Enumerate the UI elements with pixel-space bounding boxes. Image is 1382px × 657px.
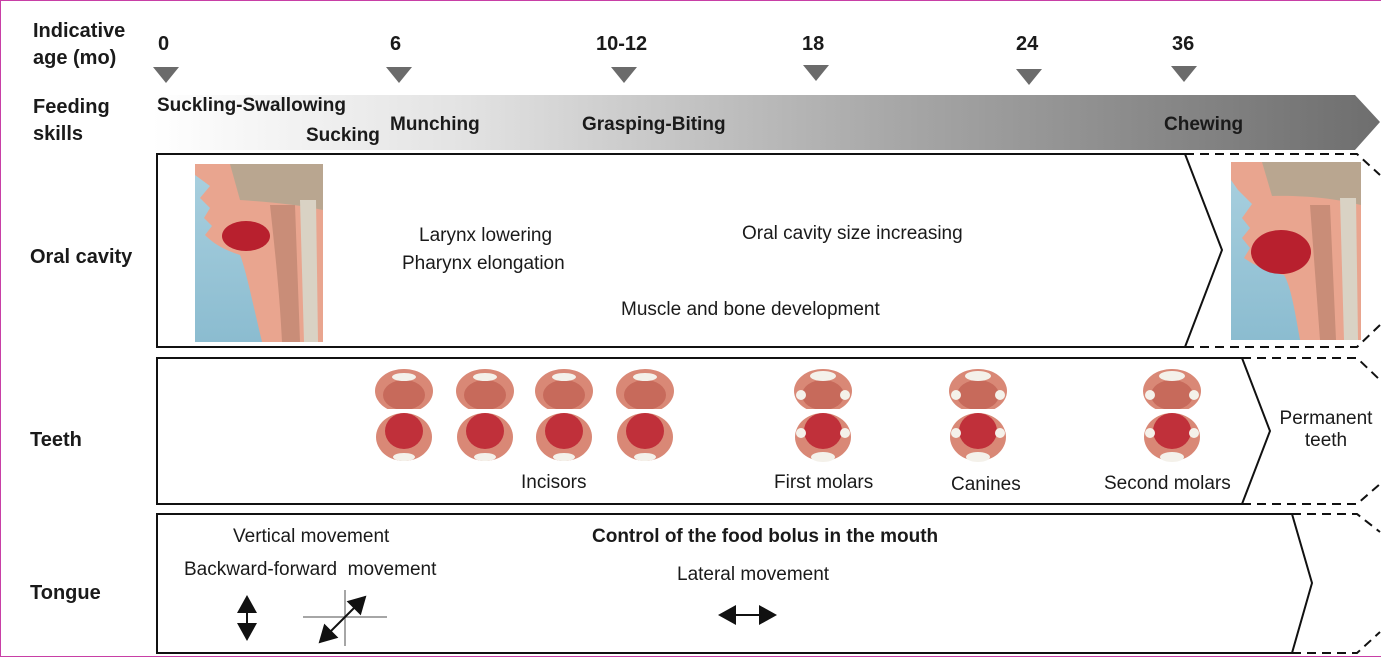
larynx-lowering-text: Larynx lowering bbox=[419, 225, 552, 247]
skill-suckling-swallowing: Suckling-Swallowing bbox=[157, 95, 346, 117]
permanent-teeth-line1: Permanent bbox=[1275, 408, 1377, 430]
incisors-label: Incisors bbox=[521, 472, 586, 494]
oral-cavity-size-text: Oral cavity size increasing bbox=[742, 223, 963, 245]
skill-chewing: Chewing bbox=[1164, 114, 1243, 136]
tongue-dashed-extension bbox=[1292, 514, 1380, 532]
muscle-bone-text: Muscle and bone development bbox=[621, 299, 880, 321]
skill-grasping-biting: Grasping-Biting bbox=[582, 114, 726, 136]
canines-mouth bbox=[949, 369, 1007, 462]
backward-forward-text: Backward-forward movement bbox=[184, 559, 436, 581]
permanent-teeth-line2: teeth bbox=[1275, 430, 1377, 452]
food-bolus-control-text: Control of the food bolus in the mouth bbox=[592, 526, 938, 548]
first-molars-mouth bbox=[794, 369, 852, 462]
incisor-mouth-3 bbox=[535, 369, 593, 461]
second-molars-mouth bbox=[1143, 369, 1201, 462]
pharynx-elongation-text: Pharynx elongation bbox=[402, 253, 565, 275]
skill-sucking: Sucking bbox=[306, 125, 380, 147]
child-oral-cavity-illustration bbox=[1231, 162, 1361, 340]
incisor-mouth-2 bbox=[456, 369, 514, 461]
canines-label: Canines bbox=[951, 474, 1021, 496]
teeth-dashed-extension bbox=[1242, 358, 1380, 380]
second-molars-label: Second molars bbox=[1104, 473, 1231, 495]
row-label-teeth: Teeth bbox=[30, 429, 82, 452]
row-label-tongue: Tongue bbox=[30, 582, 101, 605]
row-label-oral-cavity: Oral cavity bbox=[30, 246, 132, 269]
incisor-mouth-4 bbox=[616, 369, 674, 461]
first-molars-label: First molars bbox=[774, 472, 873, 494]
skill-munching: Munching bbox=[390, 114, 480, 136]
lateral-movement-text: Lateral movement bbox=[677, 564, 829, 586]
vertical-movement-text: Vertical movement bbox=[233, 526, 389, 548]
infant-oral-cavity-illustration bbox=[195, 164, 323, 342]
incisor-mouth-1 bbox=[375, 369, 433, 461]
permanent-teeth-label: Permanent teeth bbox=[1275, 408, 1377, 452]
